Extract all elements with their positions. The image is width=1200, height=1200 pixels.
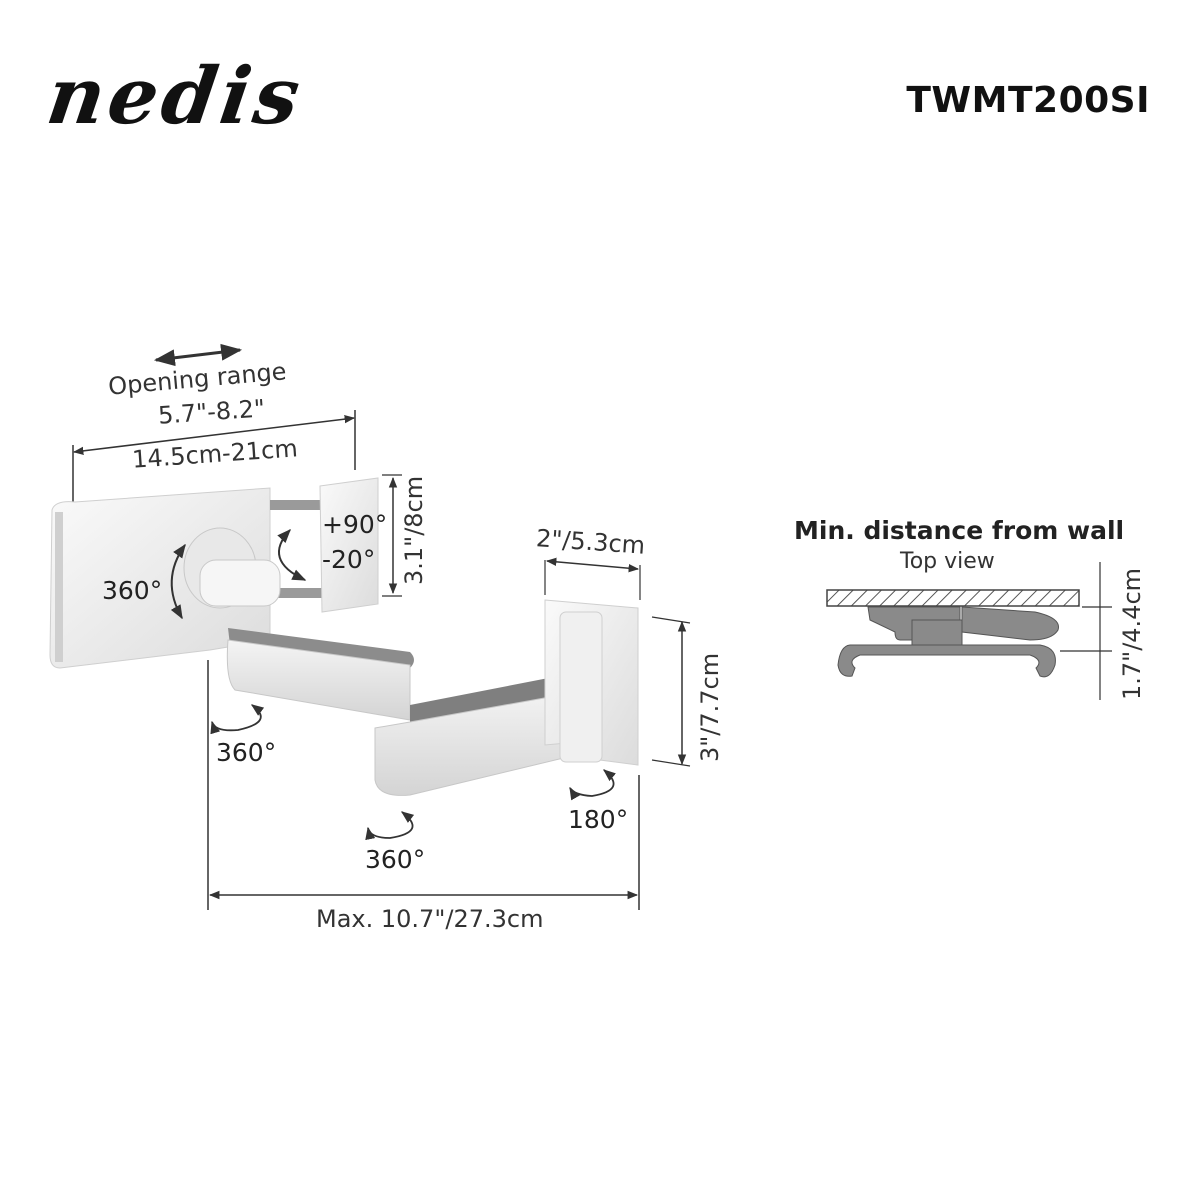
wall-hatch — [826, 589, 1080, 607]
joint1-rotation-label: 360° — [216, 738, 277, 767]
joint2-rotation-label: 360° — [365, 845, 426, 874]
tilt-down-label: -20° — [322, 545, 376, 574]
tilt-up-label: +90° — [322, 510, 388, 539]
wall-plate-height-label: 3"/7.7cm — [696, 652, 724, 762]
min-distance-title: Min. distance from wall — [794, 516, 1125, 545]
holder-height-label: 3.1"/8cm — [400, 475, 428, 585]
model-code: TWMT200SI — [906, 80, 1150, 121]
opening-range-arrow-icon — [153, 343, 243, 367]
max-extension-label: Max. 10.7"/27.3cm — [316, 905, 544, 933]
top-view-subtitle: Top view — [900, 549, 995, 574]
holder-rotation-label: 360° — [102, 576, 163, 605]
wall-joint-rotation-label: 180° — [568, 805, 629, 834]
min-distance-value: 1.7"/4.4cm — [1118, 567, 1146, 700]
